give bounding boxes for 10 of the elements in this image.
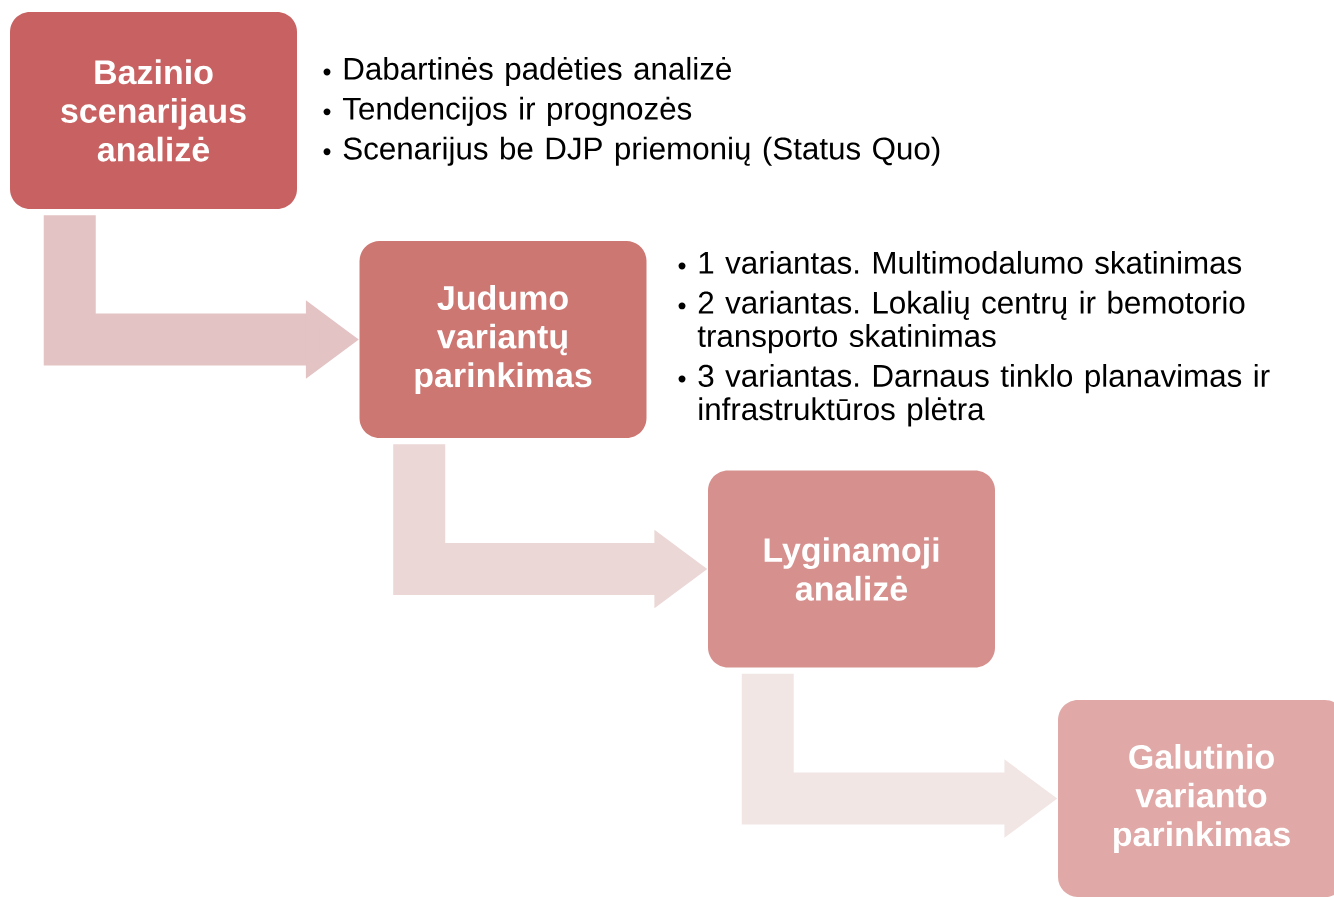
process-box: Galutinio varianto parinkimas — [1058, 700, 1334, 897]
process-box: Bazinio scenarijaus analizė — [10, 12, 297, 209]
list-item: Tendencijos ir prognozės — [343, 96, 692, 126]
process-box: Judumo variantų parinkimas — [359, 241, 647, 438]
process-box: Lyginamoji analizė — [708, 470, 995, 668]
list-item: 2 variantas. Lokalių centrų ir bemotorio transporto skatinimas — [697, 290, 1245, 354]
list-item: Scenarijus be DJP priemonių (Status Quo) — [343, 136, 940, 166]
list-item: 3 variantas. Darnaus tinklo planavimas ir infrastruktūros plėtra — [698, 364, 1270, 427]
list-item: 1 variantas. Multimodalumo skatinimas — [699, 250, 1242, 274]
list-item: Dabartinės padėties analizė — [344, 56, 731, 87]
